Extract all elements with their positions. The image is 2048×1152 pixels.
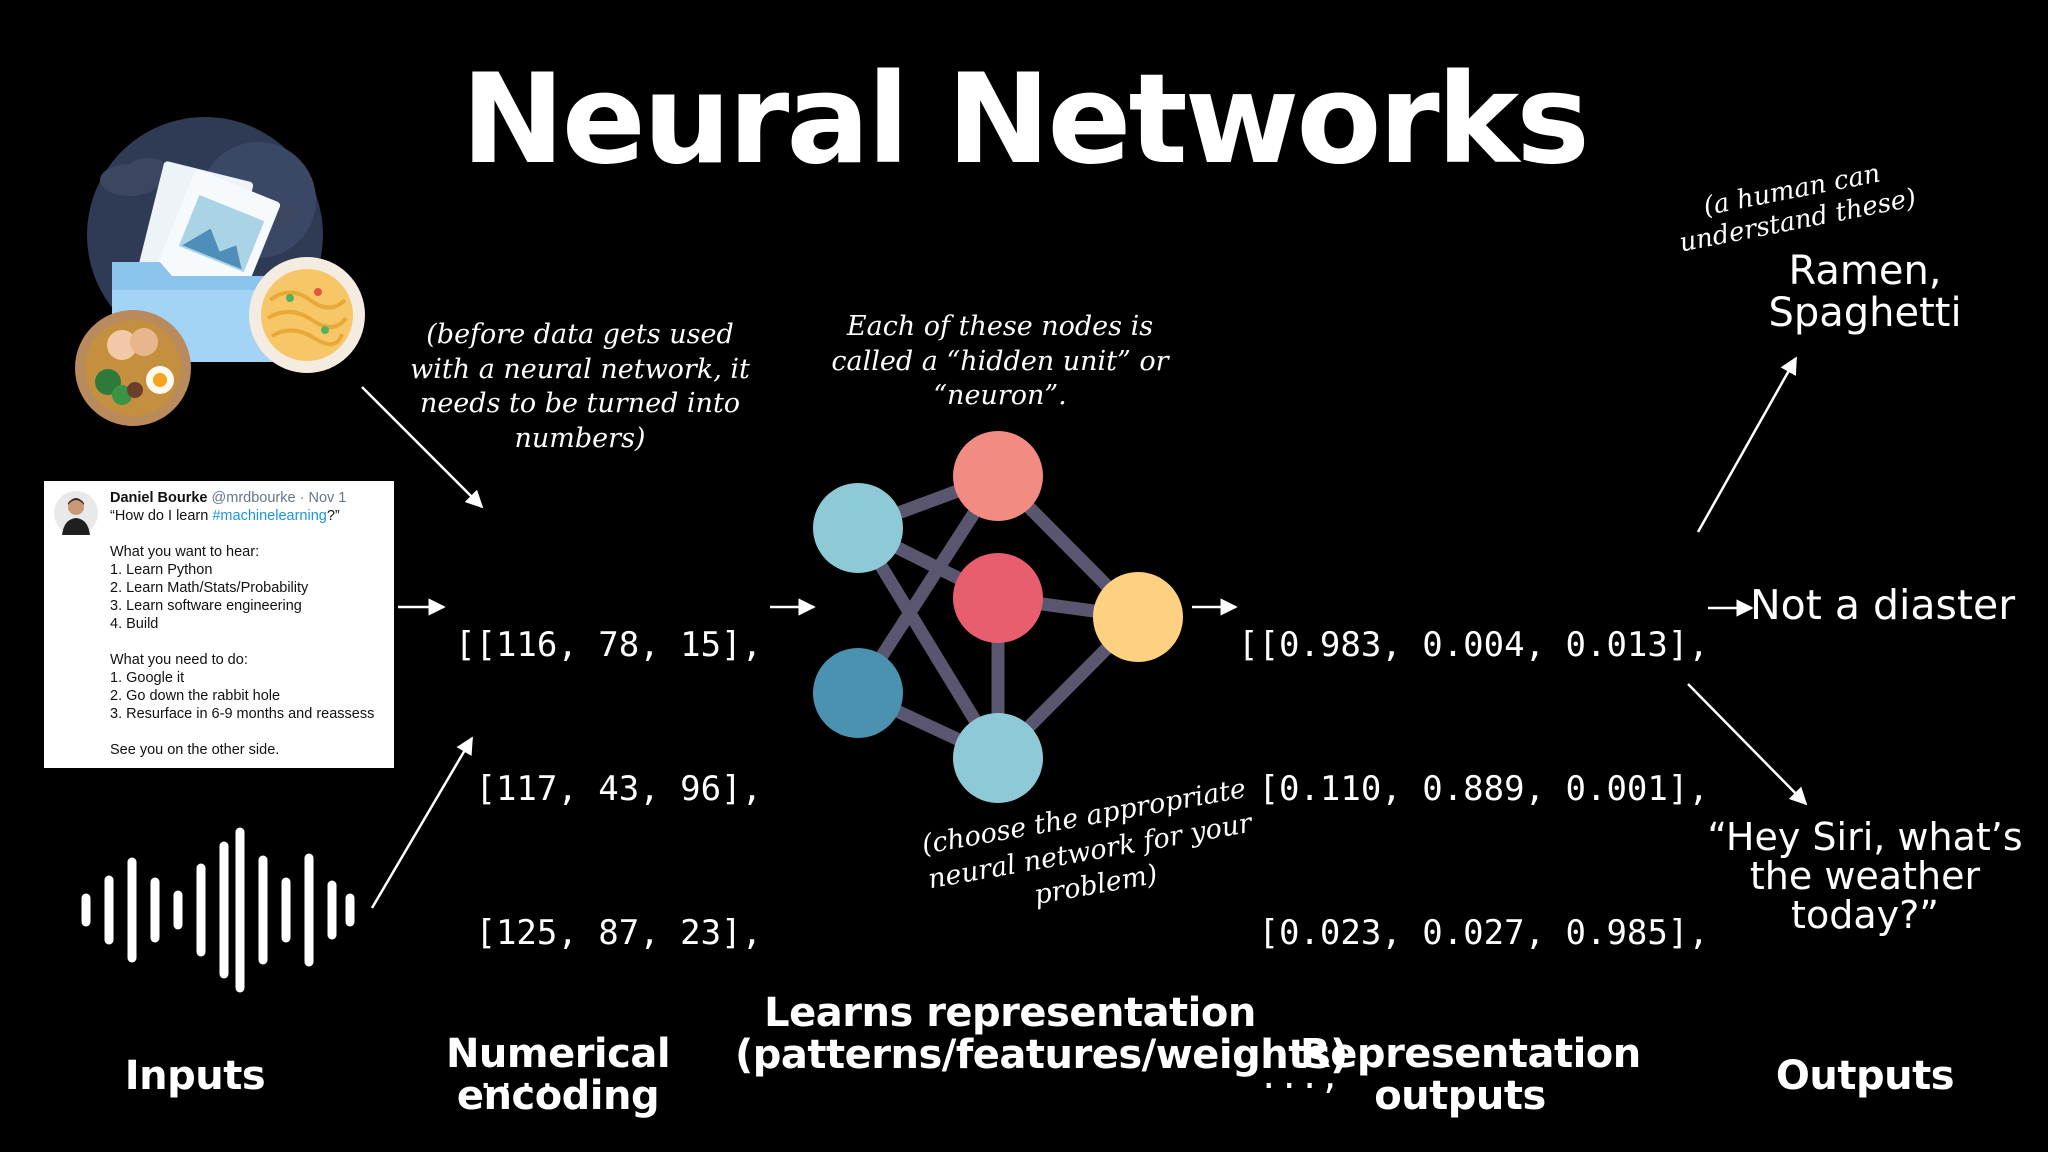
page-title: Neural Networks bbox=[461, 48, 1590, 192]
hidden-node-top bbox=[953, 431, 1043, 521]
list-item: 1. Learn Python bbox=[110, 562, 213, 578]
tweet-header: Daniel Bourke @mrdbourke · Nov 1 bbox=[110, 490, 347, 506]
representation-outputs-matrix: [[0.983, 0.004, 0.013], [0.110, 0.889, 0… bbox=[1238, 525, 1709, 1149]
matrix-row: [0.023, 0.027, 0.985], bbox=[1238, 913, 1709, 953]
tweet-need-list: What you need to do: 1. Google it 2. Go … bbox=[110, 651, 384, 723]
tweet-card: Daniel Bourke @mrdbourke · Nov 1 “How do… bbox=[44, 481, 394, 768]
note-before-data: (before data gets used with a neural net… bbox=[410, 319, 750, 454]
network-nodes bbox=[813, 431, 1183, 803]
flow-arrows bbox=[361, 356, 1808, 909]
matrix-row: [0.110, 0.889, 0.001], bbox=[1238, 769, 1709, 809]
audio-waveform-icon bbox=[81, 827, 355, 993]
note-hidden-unit: Each of these nodes is called a “hidden … bbox=[831, 311, 1169, 412]
output-ramen-spaghetti: Ramen, Spaghetti bbox=[1768, 248, 1962, 336]
ramen-bowl-icon bbox=[75, 310, 191, 426]
hidden-node-bottom bbox=[953, 713, 1043, 803]
matrix-row: ..., bbox=[455, 1057, 558, 1097]
stage-label-learns-representation: Learns representation (patterns/features… bbox=[735, 990, 1348, 1078]
arrow-audio-to-encoding bbox=[370, 736, 474, 909]
list-item: 4. Build bbox=[110, 616, 159, 632]
arrow-food-to-encoding bbox=[361, 386, 484, 509]
list-item: 2. Go down the rabbit hole bbox=[110, 688, 281, 704]
tweet-date: Nov 1 bbox=[308, 490, 347, 506]
image-folder-icon bbox=[87, 117, 323, 362]
matrix-row: ..., bbox=[1238, 1057, 1341, 1097]
stage-label-inputs: Inputs bbox=[124, 1053, 266, 1099]
matrix-row: [125, 87, 23], bbox=[455, 913, 763, 953]
arrow-output-to-ramen bbox=[1696, 356, 1798, 533]
tweet-hashtag: #machinelearning bbox=[212, 508, 327, 524]
input-node-top bbox=[813, 483, 903, 573]
tweet-signoff: See you on the other side. bbox=[110, 742, 280, 758]
avatar bbox=[54, 491, 98, 535]
list-item: 2. Learn Math/Stats/Probability bbox=[110, 580, 309, 596]
numerical-encoding-matrix: [[116, 78, 15], [117, 43, 96], [125, 87,… bbox=[455, 525, 762, 1149]
matrix-row: [[0.983, 0.004, 0.013], bbox=[1238, 625, 1709, 665]
arrow-output-to-siri bbox=[1687, 683, 1808, 806]
matrix-row: [117, 43, 96], bbox=[455, 769, 763, 809]
output-hey-siri: “Hey Siri, what’s the weather today?” bbox=[1707, 815, 2023, 938]
hidden-node-middle bbox=[953, 553, 1043, 643]
list-item: 1. Google it bbox=[110, 670, 185, 686]
stage-label-outputs: Outputs bbox=[1775, 1053, 1955, 1099]
list-item: 3. Learn software engineering bbox=[110, 598, 302, 614]
output-node bbox=[1093, 572, 1183, 662]
list-item: 3. Resurface in 6-9 months and reassess bbox=[110, 706, 375, 722]
spaghetti-plate-icon bbox=[249, 257, 365, 373]
tweet-author: Daniel Bourke bbox=[110, 490, 208, 506]
output-not-a-diaster: Not a diaster bbox=[1750, 581, 2016, 629]
matrix-row: [[116, 78, 15], bbox=[455, 625, 763, 665]
stage-label-representation-outputs: Representation outputs bbox=[1300, 1031, 1641, 1119]
tweet-question: “How do I learn #machinelearning?” bbox=[110, 508, 340, 524]
tweet-want-list: What you want to hear: 1. Learn Python 2… bbox=[110, 543, 384, 633]
input-node-bottom bbox=[813, 648, 903, 738]
tweet-handle: @mrdbourke bbox=[211, 490, 296, 506]
stage-label-numerical-encoding: Numerical encoding bbox=[445, 1031, 671, 1119]
